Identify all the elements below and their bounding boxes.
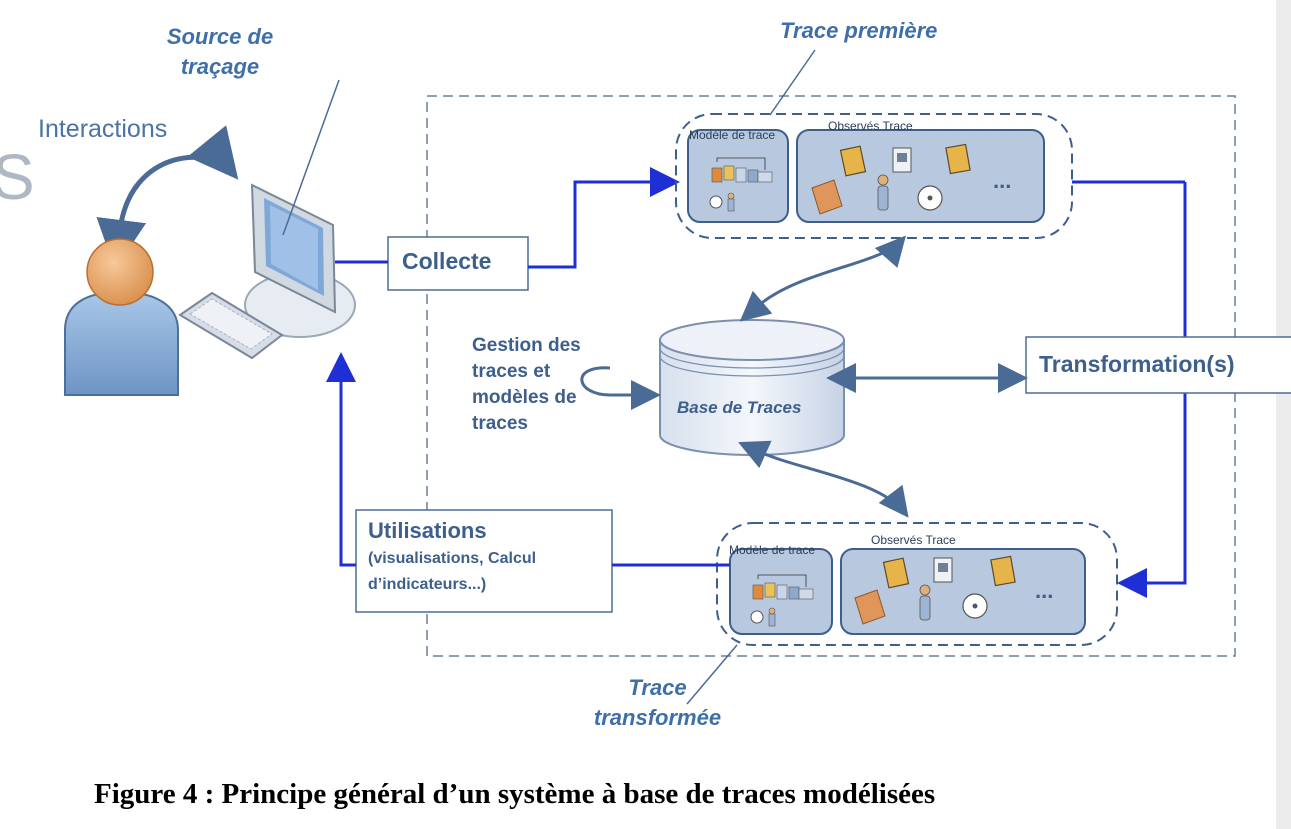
- folder-icon: [854, 589, 886, 625]
- source-pointer: [282, 79, 340, 236]
- ellipsis-bottom: ...: [1035, 578, 1054, 603]
- observes-bottom-label: Observés Trace: [871, 533, 956, 547]
- utilisations-to-computer-arrow: [326, 352, 356, 567]
- person-icon: [877, 174, 889, 211]
- trace-transformee-pointer: [686, 644, 738, 705]
- transformation-to-trace-arrow: [1117, 393, 1187, 598]
- observes-bottom-icons: [854, 555, 1016, 625]
- modele-top-label: Modèle de trace: [689, 128, 776, 142]
- stray-glyph: S: [0, 141, 35, 213]
- trace-transformee-label: Trace transformée: [585, 673, 730, 733]
- interactions-arrow: [96, 125, 239, 270]
- modele-bottom-label: Modèle de trace: [729, 543, 816, 557]
- person-icon: [919, 584, 931, 621]
- db-to-trace-premiere-arrow: [739, 235, 906, 322]
- database-icon: [659, 319, 845, 456]
- folder-icon: [811, 179, 843, 215]
- side-shade: [1276, 0, 1291, 829]
- disc-icon: [962, 593, 988, 619]
- utilisations-line-3: d’indicateurs...): [368, 576, 487, 593]
- utilisations-box: [355, 509, 613, 613]
- utilisations-line-1: Utilisations: [368, 518, 487, 543]
- disc-icon: [917, 185, 943, 211]
- modele-top-icons: [709, 157, 773, 212]
- gestion-line-1: Gestion des: [472, 335, 581, 356]
- trace-premiere-pointer: [769, 49, 816, 116]
- collecte-box: [387, 236, 529, 291]
- document-icon: [892, 147, 912, 173]
- trace-transformee-line-2: transformée: [593, 705, 722, 730]
- observes-top-icons: [811, 143, 971, 215]
- source-line-2: traçage: [180, 54, 260, 79]
- gestion-label: Gestion des traces et modèles de traces: [472, 333, 581, 437]
- ellipsis-top: ...: [993, 168, 1012, 193]
- trace-premiere-group: [675, 113, 1073, 239]
- utilisations-label: Utilisations (visualisations, Calcul d’i…: [368, 516, 536, 598]
- base-label: Base de Traces: [677, 398, 802, 417]
- db-to-trace-transformee-arrow: [738, 440, 909, 518]
- gestion-line-4: traces: [472, 413, 528, 434]
- keyboard-icon: [178, 291, 284, 360]
- document-icon: [933, 557, 953, 583]
- document-icon: [990, 555, 1016, 587]
- user-icon: [64, 238, 179, 396]
- collecte-label: Collecte: [402, 248, 492, 274]
- gestion-line-3: modèles de: [472, 387, 577, 408]
- observes-top-label: Observés Trace: [828, 119, 913, 133]
- gestion-loop-arrow: [580, 366, 661, 410]
- figure-caption: Figure 4 : Principe général d’un système…: [94, 778, 936, 810]
- trace-transformee-line-1: Trace: [628, 675, 687, 700]
- modele-bottom-icons: [750, 574, 814, 627]
- source-line-1: Source de: [166, 24, 274, 49]
- source-label: Source de traçage: [150, 22, 290, 82]
- trace-premiere-label: Trace première: [780, 18, 938, 43]
- document-icon: [945, 143, 971, 175]
- transformation-box: [1025, 336, 1291, 394]
- utilisations-line-2: (visualisations, Calcul: [368, 550, 537, 567]
- interactions-label: Interactions: [38, 115, 168, 143]
- document-icon: [882, 557, 910, 589]
- document-icon: [839, 145, 867, 177]
- computer-icon: [244, 183, 356, 338]
- transformation-label: Transformation(s): [1039, 351, 1235, 377]
- gestion-line-2: traces et: [472, 361, 551, 382]
- collecte-to-trace-arrow: [528, 167, 680, 269]
